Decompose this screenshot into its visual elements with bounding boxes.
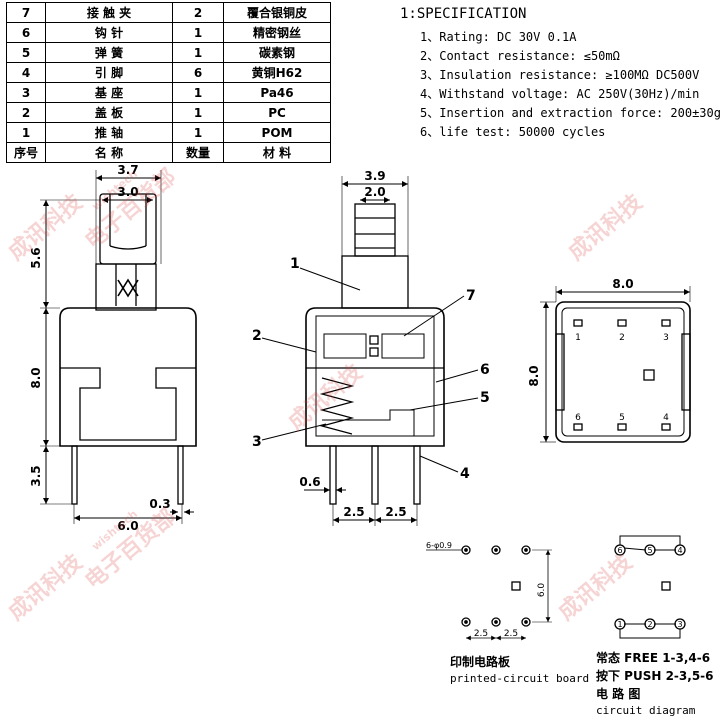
spec-title: 1:SPECIFICATION — [400, 6, 527, 22]
left-view — [40, 170, 197, 524]
circuit-pin-number: 1 — [617, 620, 622, 629]
dim-label: 3.0 — [117, 185, 138, 199]
callout-number: 6 — [480, 362, 490, 378]
circuit-pin-number: 5 — [647, 546, 652, 555]
dim-label: 8.0 — [612, 277, 633, 291]
circuit-pin-number: 6 — [617, 546, 622, 555]
bom-cell-material: 精密钢丝 — [223, 22, 331, 43]
mid-pin — [413, 445, 421, 505]
bom-header-qty: 数量 — [172, 142, 224, 163]
mid-pin — [371, 445, 379, 505]
circuit-pin-number: 2 — [647, 620, 652, 629]
dim-label: 5.6 — [29, 247, 43, 268]
dim-label: 3.7 — [117, 163, 138, 177]
pin-number: 1 — [575, 333, 581, 343]
specification: 1:SPECIFICATION 1、Rating: DC 30V 0.1A 2、… — [400, 6, 720, 142]
dim-label: 6.0 — [117, 519, 138, 533]
left-stem — [95, 263, 157, 311]
pin-number: 5 — [619, 413, 625, 423]
pcb-title-cn: 印制电路板 — [450, 654, 511, 669]
bom-header-no: 序号 — [6, 142, 46, 163]
callout-number: 2 — [252, 328, 262, 344]
pin-number: 6 — [575, 413, 581, 423]
circuit-push: 按下 PUSH 2-3,5-6 — [596, 668, 714, 683]
pcb-dim-label: 2.5 — [504, 629, 518, 639]
spec-line: 4、Withstand voltage: AC 250V(30Hz)/min — [420, 87, 700, 101]
left-pin — [71, 445, 78, 505]
circuit-diagram — [614, 535, 686, 639]
pcb-hole-label: 6-φ0.9 — [426, 541, 452, 550]
circuit-title-en: circuit diagram — [596, 704, 696, 717]
dim-label: 2.5 — [343, 505, 364, 519]
pin-number: 4 — [663, 413, 669, 423]
mid-pin — [329, 445, 337, 505]
mid-body — [305, 307, 445, 447]
circuit-free: 常态 FREE 1-3,4-6 — [596, 650, 710, 665]
left-body — [59, 307, 197, 447]
pin-number: 3 — [663, 333, 669, 343]
bom-cell-material: Pa46 — [223, 82, 331, 103]
pcb-title-en: printed-circuit board — [450, 672, 589, 685]
circuit-title-cn: 电 路 图 — [596, 686, 640, 701]
spring — [319, 377, 355, 435]
spec-line: 5、Insertion and extraction force: 200±30… — [420, 106, 720, 120]
mid-stem — [341, 255, 409, 309]
bom-cell-material: 覆合银铜皮 — [223, 2, 331, 23]
callout-number: 3 — [252, 434, 262, 450]
bom-header-material: 材 料 — [223, 142, 331, 163]
callout-number: 5 — [480, 390, 490, 406]
pcb-dim-label: 6.0 — [537, 583, 547, 598]
callout-number: 7 — [466, 288, 476, 304]
dim-label: 8.0 — [29, 367, 43, 388]
dim-label: 3.5 — [29, 465, 43, 486]
right-view — [540, 286, 691, 443]
bom-cell-name: 弹 簧 — [45, 42, 173, 63]
left-pin — [177, 445, 184, 505]
bom-cell-material: 碳素钢 — [223, 42, 331, 63]
dim-label: 0.3 — [149, 497, 170, 511]
middle-view — [261, 176, 479, 526]
pcb-dim-label: 2.5 — [474, 629, 488, 639]
callout-number: 4 — [460, 466, 470, 482]
dim-label: 3.9 — [364, 169, 385, 183]
pcb-layout — [426, 545, 552, 641]
pin-number: 2 — [619, 333, 625, 343]
dim-label: 2.0 — [364, 185, 385, 199]
spec-line: 6、life test: 50000 cycles — [420, 125, 606, 139]
dim-label: 8.0 — [527, 365, 541, 386]
circuit-pin-number: 3 — [677, 620, 682, 629]
dim-label: 2.5 — [385, 505, 406, 519]
dim-label: 0.6 — [299, 475, 320, 489]
circuit-pin-number: 4 — [677, 546, 682, 555]
spec-line: 1、Rating: DC 30V 0.1A — [420, 30, 577, 44]
spec-line: 3、Insulation resistance: ≥100MΩ DC500V — [420, 68, 700, 82]
spec-line: 2、Contact resistance: ≤50mΩ — [420, 49, 620, 63]
bom-header-row: 序号名 称数量材 料 — [6, 142, 331, 163]
bom-header-name: 名 称 — [45, 142, 173, 163]
callout-number: 1 — [290, 256, 300, 272]
